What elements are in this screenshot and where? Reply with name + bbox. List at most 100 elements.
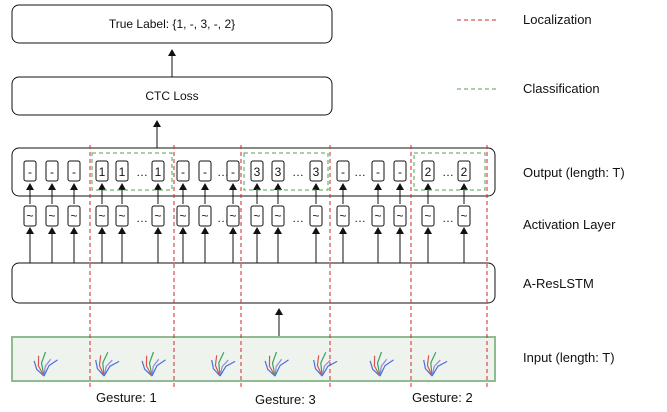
tilde-icon: ~ <box>253 209 260 223</box>
hand-skeleton-icon <box>141 351 166 377</box>
output-ellipsis: … <box>217 165 229 179</box>
output-cell <box>371 160 385 182</box>
output-cell <box>336 160 350 182</box>
hand-skeleton-frames <box>33 351 448 377</box>
hand-skeleton-icon <box>211 352 236 377</box>
tilde-icon: ~ <box>312 209 319 223</box>
output-ellipsis: … <box>354 165 366 179</box>
output-cell-value: - <box>72 165 76 179</box>
activation-cell <box>198 205 212 227</box>
input-strip <box>11 336 496 382</box>
hand-skeleton-icon <box>264 351 289 377</box>
output-cell-value: 1 <box>155 165 162 179</box>
output-cell <box>457 160 471 182</box>
output-ellipsis: … <box>292 165 304 179</box>
true-label-box <box>11 4 333 44</box>
activation-cell <box>371 205 385 227</box>
activation-cell <box>421 205 435 227</box>
activation-cell <box>336 205 350 227</box>
activation-cell <box>271 205 285 227</box>
classification-box-2 <box>413 152 486 191</box>
tilde-icon: ~ <box>339 209 346 223</box>
activation-cell <box>151 205 165 227</box>
activation-cell <box>309 205 323 227</box>
output-cell <box>67 160 81 182</box>
classification-box-3 <box>243 152 329 191</box>
output-cell-value: 1 <box>119 165 126 179</box>
output-cell-value: 3 <box>254 165 261 179</box>
activation-ellipsis: … <box>442 211 454 225</box>
output-layer-label: Output (length: T) <box>523 165 625 180</box>
gesture-label-2: Gesture: 2 <box>412 390 473 405</box>
tilde-icon: ~ <box>460 209 467 223</box>
output-cell <box>23 160 37 182</box>
activation-cells: ~~~~~…~~~…~~~…~~…~~~…~ <box>23 205 471 227</box>
output-cell <box>250 160 264 182</box>
tilde-icon: ~ <box>48 209 55 223</box>
activation-cell <box>23 205 37 227</box>
tilde-icon: ~ <box>26 209 33 223</box>
output-cell-value: - <box>231 165 235 179</box>
classification-box-1 <box>91 152 173 191</box>
output-cell <box>176 160 190 182</box>
activation-cell <box>457 205 471 227</box>
tilde-icon: ~ <box>424 209 431 223</box>
output-cell <box>421 160 435 182</box>
output-cell-value: - <box>203 165 207 179</box>
output-cell <box>151 160 165 182</box>
true-label-text: True Label: {1, -, 3, -, 2} <box>109 17 235 31</box>
output-cell-value: - <box>50 165 54 179</box>
ctc-loss-text: CTC Loss <box>145 89 198 103</box>
activation-cell <box>226 205 240 227</box>
output-cell-value: 3 <box>313 165 320 179</box>
hand-skeleton-icon <box>369 351 394 377</box>
tilde-icon: ~ <box>201 209 208 223</box>
output-cell <box>115 160 129 182</box>
tilde-icon: ~ <box>179 209 186 223</box>
output-ellipsis: … <box>442 165 454 179</box>
output-cell <box>226 160 240 182</box>
activation-ellipsis: … <box>217 211 229 225</box>
output-cell-value: - <box>28 165 32 179</box>
output-cell-value: - <box>376 165 380 179</box>
tilde-icon: ~ <box>98 209 105 223</box>
reslstm-layer-label: A-ResLSTM <box>523 276 594 291</box>
output-cell <box>393 160 407 182</box>
hand-skeleton-icon <box>423 352 448 377</box>
output-cell-value: 2 <box>461 165 468 179</box>
output-ellipsis: … <box>136 165 148 179</box>
tilde-icon: ~ <box>70 209 77 223</box>
output-cell-value: - <box>398 165 402 179</box>
tilde-icon: ~ <box>154 209 161 223</box>
activation-cell <box>176 205 190 227</box>
output-cell <box>309 160 323 182</box>
output-cell <box>271 160 285 182</box>
activation-cell <box>67 205 81 227</box>
activation-cell <box>250 205 264 227</box>
output-cell-value: 3 <box>275 165 282 179</box>
activation-cell <box>95 205 109 227</box>
legend-classification-label: Classification <box>523 81 600 96</box>
output-cell <box>45 160 59 182</box>
activation-cell <box>115 205 129 227</box>
activation-cell <box>45 205 59 227</box>
tilde-icon: ~ <box>374 209 381 223</box>
activation-arrows <box>26 183 468 263</box>
activation-ellipsis: … <box>354 211 366 225</box>
tilde-icon: ~ <box>118 209 125 223</box>
tilde-icon: ~ <box>396 209 403 223</box>
tilde-icon: ~ <box>274 209 281 223</box>
output-cell <box>198 160 212 182</box>
hand-skeleton-icon <box>33 351 58 377</box>
output-cell-value: 1 <box>99 165 106 179</box>
output-cell-value: 2 <box>425 165 432 179</box>
ctc-loss-box <box>11 76 333 116</box>
output-cell-value: - <box>341 165 345 179</box>
output-cell <box>95 160 109 182</box>
input-layer-label: Input (length: T) <box>523 350 615 365</box>
activation-ellipsis: … <box>136 211 148 225</box>
reslstm-box <box>11 262 496 304</box>
gesture-label-1: Gesture: 1 <box>96 390 157 405</box>
hand-skeleton-icon <box>313 352 338 377</box>
